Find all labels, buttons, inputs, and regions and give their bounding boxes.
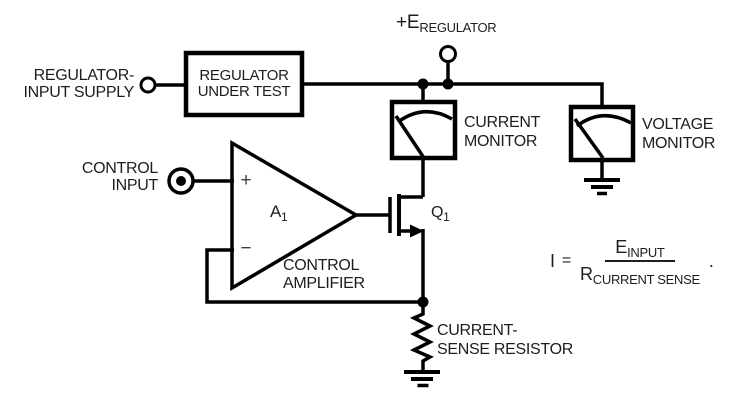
- equation-numerator: EINPUT: [605, 237, 675, 262]
- equation-lhs: I: [550, 250, 555, 271]
- wire-feedback: [205, 248, 423, 304]
- regulator-under-test-box: [183, 50, 305, 118]
- voltage-meter-needle-icon: [573, 117, 605, 160]
- e-regulator-prefix: +E: [396, 12, 420, 33]
- sense-resistor-zigzag-icon: [409, 302, 434, 372]
- current-meter-needle-icon: [394, 115, 426, 159]
- regulator-input-supply-line1: REGULATOR-: [33, 67, 135, 84]
- junction-dot-e-regulator: [442, 78, 454, 90]
- sense-resistor-label: CURRENT- SENSE RESISTOR: [437, 322, 573, 359]
- current-monitor-label: CURRENT MONITOR: [464, 114, 540, 151]
- current-meter-arc-icon: [396, 110, 453, 124]
- equation-denominator: RCURRENT SENSE: [579, 262, 700, 287]
- regulator-under-test-line2: UNDER TEST: [197, 83, 291, 100]
- regulator-under-test-label: REGULATOR UNDER TEST: [184, 51, 304, 117]
- control-input-line1: CONTROL: [81, 160, 158, 177]
- equation-numerator-sub: INPUT: [627, 245, 665, 260]
- e-regulator-label: +EREGULATOR: [396, 12, 497, 35]
- control-amplifier-line1: CONTROL: [283, 257, 360, 274]
- opamp-triangle: [230, 139, 360, 292]
- current-monitor-line1: CURRENT: [464, 114, 541, 131]
- e-regulator-terminal-icon: [439, 45, 457, 63]
- equation-period: .: [708, 250, 714, 271]
- input-supply-terminal-icon: [139, 76, 157, 94]
- e-regulator-subscript: REGULATOR: [419, 20, 497, 35]
- sense-resistor-line2: SENSE RESISTOR: [437, 340, 573, 358]
- regulator-under-test-line1: REGULATOR: [199, 66, 289, 84]
- control-input-center-dot: [176, 176, 186, 186]
- equation-denominator-main: R: [579, 264, 593, 284]
- mosfet-source-arrow-icon: [410, 224, 424, 238]
- current-monitor-line2: MONITOR: [464, 132, 538, 150]
- equation-numerator-main: E: [615, 237, 628, 257]
- voltage-monitor-line2: MONITOR: [642, 134, 716, 152]
- regulator-input-supply-label: REGULATOR- INPUT SUPPLY: [18, 67, 135, 101]
- control-amplifier-caption: CONTROL AMPLIFIER: [283, 257, 365, 292]
- equation-denominator-sub: CURRENT SENSE: [592, 272, 700, 287]
- opamp-designator-main: A: [270, 202, 282, 221]
- voltage-monitor-label: VOLTAGE MONITOR: [642, 116, 715, 153]
- equation: I = EINPUT RCURRENT SENSE .: [550, 237, 714, 287]
- opamp-minus-sign: −: [240, 238, 252, 259]
- opamp-designator-sub: 1: [281, 210, 288, 224]
- voltage-meter-arc-icon: [575, 114, 632, 128]
- wire-supply-rail: [304, 82, 604, 107]
- control-input-label: CONTROL INPUT: [60, 160, 158, 194]
- transistor-designator-sub: 1: [443, 210, 450, 224]
- equation-fraction: EINPUT RCURRENT SENSE: [579, 237, 700, 287]
- control-amplifier-line2: AMPLIFIER: [283, 274, 365, 292]
- opamp-designator: A1: [270, 202, 288, 224]
- control-input-line2: INPUT: [111, 177, 158, 194]
- opamp-plus-sign: +: [240, 170, 252, 191]
- sense-resistor-line1: CURRENT-: [437, 322, 518, 339]
- transistor-designator-main: Q: [431, 204, 444, 221]
- voltage-monitor-line1: VOLTAGE: [642, 116, 714, 133]
- equation-equals: =: [561, 252, 571, 269]
- transistor-designator: Q1: [431, 204, 450, 224]
- regulator-input-supply-line2: INPUT SUPPLY: [23, 83, 134, 101]
